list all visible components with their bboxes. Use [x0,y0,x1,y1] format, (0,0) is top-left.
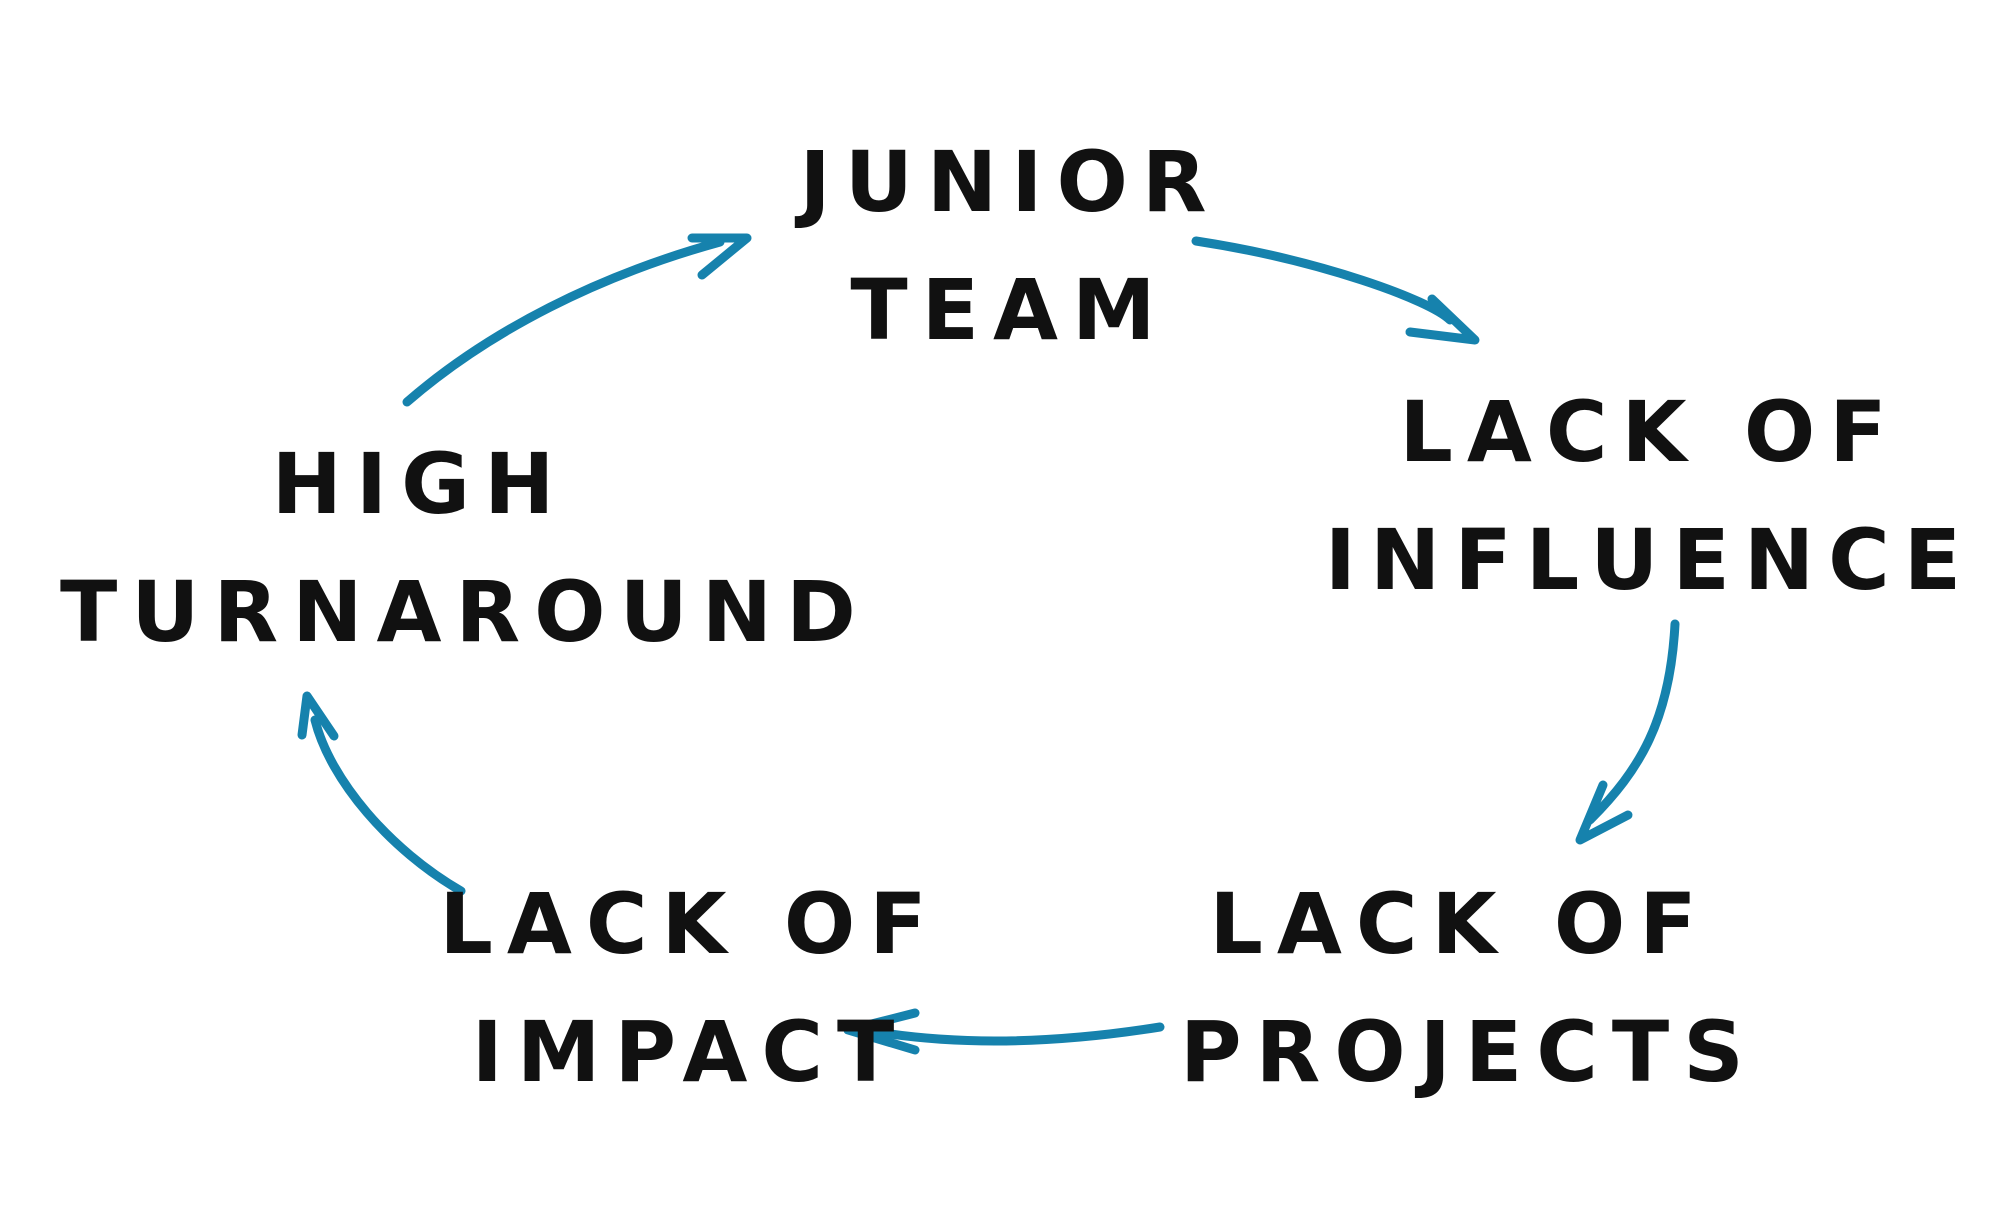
node-label-line: PROJECTS [1180,1003,1758,1101]
arrow-high-turnaround-to-junior-team [402,233,752,407]
node-label-line: INFLUENCE [1324,511,1976,609]
node-lack-of-influence: LACK OF INFLUENCE [1310,368,1990,624]
node-label-line: IMPACT [471,1003,909,1101]
arrow-junior-team-to-lack-of-influence [1191,236,1480,345]
node-lack-of-impact: LACK OF IMPACT [410,860,970,1116]
node-lack-of-projects: LACK OF PROJECTS [1180,860,1758,1116]
arrow-lack-of-projects-to-lack-of-impact [843,1008,1165,1055]
node-label-line: HIGH [271,435,569,533]
node-high-turnaround: HIGH TURNAROUND [60,420,870,676]
arrow-lack-of-influence-to-lack-of-projects [1575,619,1680,845]
node-label-line: LACK OF [439,875,941,973]
node-label-line: LACK OF [1209,875,1711,973]
arrow-lack-of-impact-to-high-turnaround [297,691,466,896]
node-label-line: JUNIOR [799,133,1221,231]
node-junior-team: JUNIOR TEAM [730,118,1290,374]
node-label-line: LACK OF [1399,383,1901,481]
node-label-line: TURNAROUND [60,563,870,661]
node-label-line: TEAM [850,261,1170,359]
